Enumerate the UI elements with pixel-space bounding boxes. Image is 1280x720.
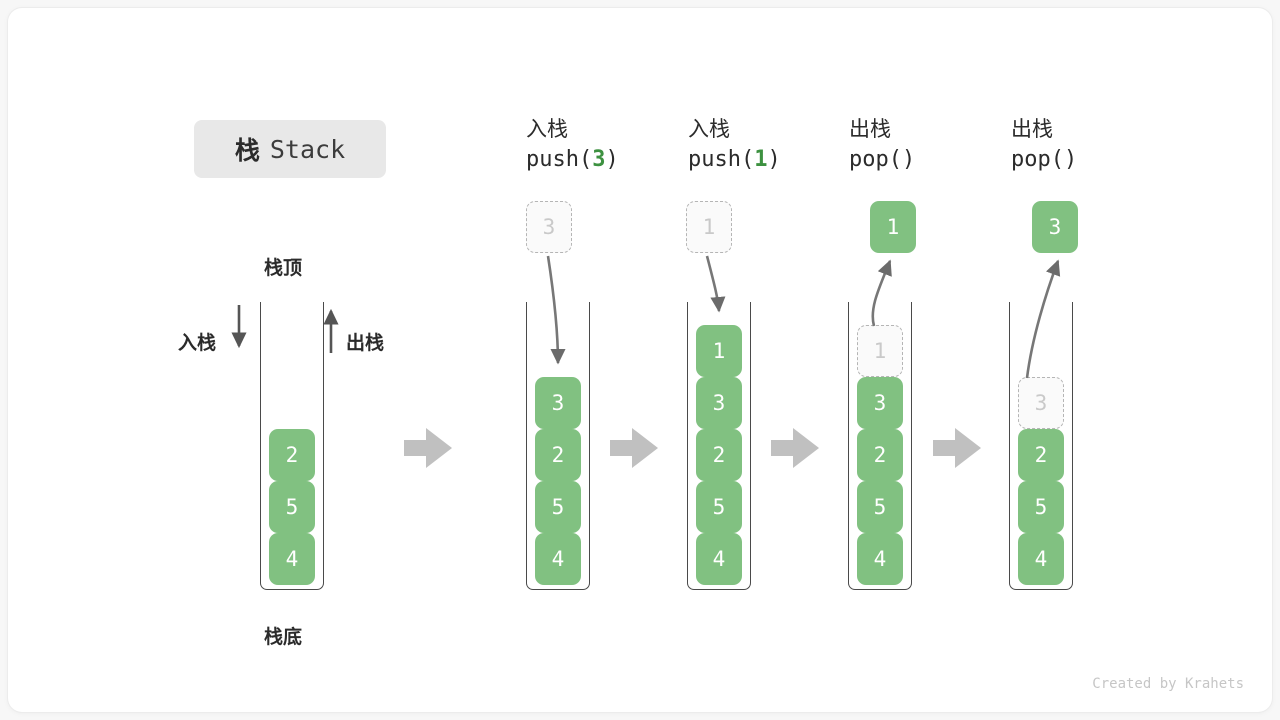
code-prefix: push( <box>688 147 755 172</box>
stack-cell: 4 <box>857 533 903 585</box>
stack-cells-initial: 2 5 4 <box>261 429 323 585</box>
floating-cell-push-1: 1 <box>686 201 732 253</box>
stack-cell: 5 <box>269 481 315 533</box>
code-suffix: ) <box>767 147 781 172</box>
column-header-push-1: 入栈 push(1) <box>688 114 858 176</box>
code-suffix: ) <box>1063 147 1078 172</box>
stack-cell: 2 <box>1018 429 1064 481</box>
column-header-pop-3: 出栈 pop() <box>1011 114 1181 176</box>
footer-credit: Created by Krahets <box>1092 676 1244 692</box>
stack-cell-ghost: 1 <box>857 325 903 377</box>
stack-cell: 4 <box>535 533 581 585</box>
stack-cells-pop-3: 3 2 5 4 <box>1010 377 1072 585</box>
label-push-arrow: 入栈 <box>178 332 217 354</box>
stack-column-initial: 2 5 4 <box>260 302 324 590</box>
stack-cell: 2 <box>857 429 903 481</box>
stack-cell: 4 <box>696 533 742 585</box>
stack-cell: 5 <box>857 481 903 533</box>
stack-cell: 5 <box>696 481 742 533</box>
floating-cell-push-3: 3 <box>526 201 572 253</box>
header-operation-code: pop() <box>1011 144 1181 176</box>
stack-column-push-1: 1 3 2 5 4 <box>687 302 751 590</box>
stack-cell: 5 <box>535 481 581 533</box>
stack-column-push-3: 3 2 5 4 <box>526 302 590 590</box>
floating-cell-pop-1: 1 <box>870 201 916 253</box>
stack-cell: 4 <box>1018 533 1064 585</box>
code-prefix: pop( <box>849 147 902 172</box>
transition-arrow <box>610 428 658 468</box>
floating-cell-pop-3: 3 <box>1032 201 1078 253</box>
header-operation-code: pop() <box>849 144 1019 176</box>
stack-cell: 3 <box>857 377 903 429</box>
code-prefix: pop( <box>1011 147 1064 172</box>
title-en: Stack <box>269 134 346 164</box>
code-prefix: push( <box>526 147 593 172</box>
transition-arrow <box>933 428 981 468</box>
title-cn: 栈 <box>234 136 260 165</box>
title-badge: 栈 Stack <box>194 120 386 178</box>
code-suffix: ) <box>605 147 619 172</box>
stack-cell: 2 <box>535 429 581 481</box>
header-operation-code: push(1) <box>688 144 858 176</box>
stack-cells-pop-1: 1 3 2 5 4 <box>849 325 911 585</box>
stack-cell: 2 <box>696 429 742 481</box>
label-pop-arrow: 出栈 <box>346 332 385 354</box>
stack-column-pop-3: 3 2 5 4 <box>1009 302 1073 590</box>
stack-column-pop-1: 1 3 2 5 4 <box>848 302 912 590</box>
label-stack-bottom: 栈底 <box>264 626 303 648</box>
header-operation-code: push(3) <box>526 144 696 176</box>
code-value: 3 <box>592 147 606 172</box>
code-value: 1 <box>754 147 768 172</box>
stack-cell: 5 <box>1018 481 1064 533</box>
stack-cell: 4 <box>269 533 315 585</box>
transition-arrow <box>404 428 452 468</box>
transition-arrow <box>771 428 819 468</box>
stack-cell-ghost: 3 <box>1018 377 1064 429</box>
column-header-push-3: 入栈 push(3) <box>526 114 696 176</box>
stack-cell: 1 <box>696 325 742 377</box>
header-operation-cn: 出栈 <box>849 117 891 141</box>
header-operation-cn: 入栈 <box>688 117 730 141</box>
label-stack-top: 栈顶 <box>264 257 303 279</box>
header-operation-cn: 出栈 <box>1011 117 1053 141</box>
stack-cell: 3 <box>535 377 581 429</box>
stack-cells-push-3: 3 2 5 4 <box>527 377 589 585</box>
header-operation-cn: 入栈 <box>526 117 568 141</box>
code-suffix: ) <box>901 147 916 172</box>
stack-cell: 3 <box>696 377 742 429</box>
stack-cells-push-1: 1 3 2 5 4 <box>688 325 750 585</box>
column-header-pop-1: 出栈 pop() <box>849 114 1019 176</box>
diagram-canvas: 栈 Stack 栈顶 栈底 入栈 出栈 2 5 4 入栈 push(3) 3 3… <box>8 8 1272 712</box>
stack-cell: 2 <box>269 429 315 481</box>
